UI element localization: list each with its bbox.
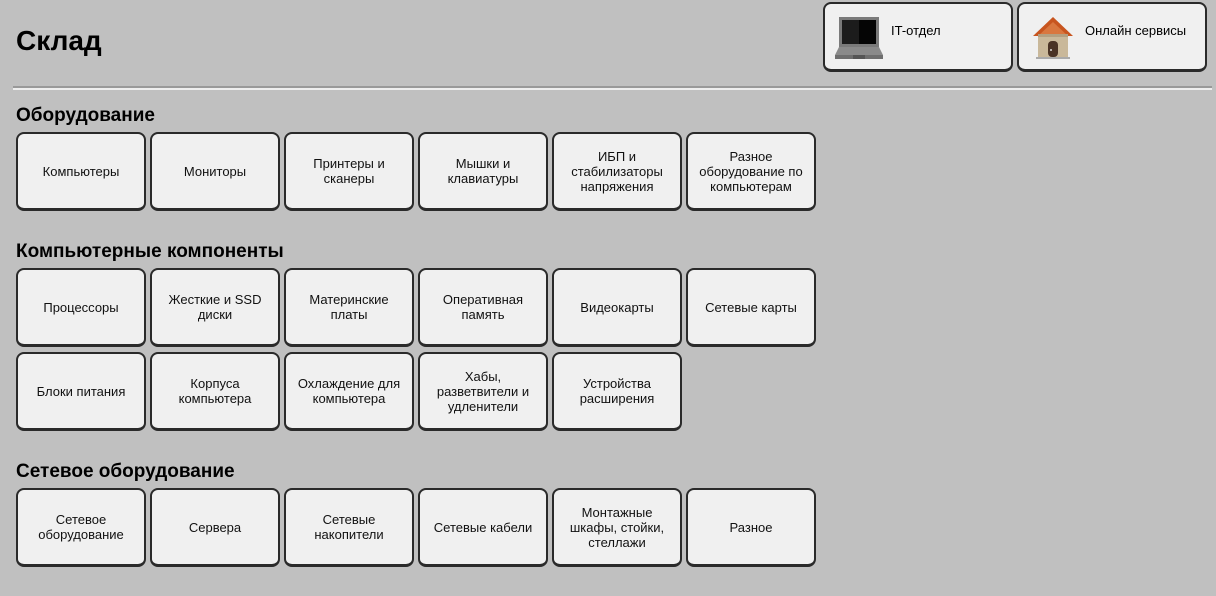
header-divider <box>13 86 1212 90</box>
tile-network-equipment[interactable]: Сетевое оборудование <box>16 488 146 567</box>
tile-expansion-devices[interactable]: Устройства расширения <box>552 352 682 431</box>
network-equipment-grid: Сетевое оборудование Сервера Сетевые нак… <box>16 488 816 567</box>
tile-mice-keyboards[interactable]: Мышки и клавиатуры <box>418 132 548 211</box>
tile-network-cables[interactable]: Сетевые кабели <box>418 488 548 567</box>
house-icon <box>1029 13 1077 61</box>
it-department-button[interactable]: IT-отдел <box>823 2 1013 72</box>
tile-network-storage[interactable]: Сетевые накопители <box>284 488 414 567</box>
tile-video-cards[interactable]: Видеокарты <box>552 268 682 347</box>
page-title: Склад <box>16 25 102 56</box>
tile-racks-cabinets[interactable]: Монтажные шкафы, стойки, стеллажи <box>552 488 682 567</box>
tile-hubs-splitters[interactable]: Хабы, разветвители и удленители <box>418 352 548 431</box>
tile-ups-stabilizers[interactable]: ИБП и стабилизаторы напряжения <box>552 132 682 211</box>
online-services-button[interactable]: Онлайн сервисы <box>1017 2 1207 72</box>
section-title-computer-components: Компьютерные компоненты <box>16 241 284 262</box>
online-services-label: Онлайн сервисы <box>1085 23 1187 38</box>
tile-misc-computer-equipment[interactable]: Разное оборудование по компьютерам <box>686 132 816 211</box>
laptop-icon <box>835 13 883 61</box>
tile-network-cards[interactable]: Сетевые карты <box>686 268 816 347</box>
tile-printers-scanners[interactable]: Принтеры и сканеры <box>284 132 414 211</box>
tile-hdd-ssd[interactable]: Жесткие и SSD диски <box>150 268 280 347</box>
equipment-grid: Компьютеры Мониторы Принтеры и сканеры М… <box>16 132 816 211</box>
tile-servers[interactable]: Сервера <box>150 488 280 567</box>
section-title-equipment: Оборудование <box>16 105 155 126</box>
tile-ram[interactable]: Оперативная память <box>418 268 548 347</box>
tile-monitors[interactable]: Мониторы <box>150 132 280 211</box>
computer-components-grid: Процессоры Жесткие и SSD диски Материнск… <box>16 268 816 431</box>
section-title-network-equipment: Сетевое оборудование <box>16 461 235 482</box>
tile-computers[interactable]: Компьютеры <box>16 132 146 211</box>
tile-computer-cases[interactable]: Корпуса компьютера <box>150 352 280 431</box>
tile-processors[interactable]: Процессоры <box>16 268 146 347</box>
it-department-label: IT-отдел <box>891 23 941 38</box>
tile-power-supplies[interactable]: Блоки питания <box>16 352 146 431</box>
tile-misc[interactable]: Разное <box>686 488 816 567</box>
top-nav: IT-отдел Онлайн сервисы <box>823 2 1207 72</box>
tile-motherboards[interactable]: Материнские платы <box>284 268 414 347</box>
tile-cooling[interactable]: Охлаждение для компьютера <box>284 352 414 431</box>
